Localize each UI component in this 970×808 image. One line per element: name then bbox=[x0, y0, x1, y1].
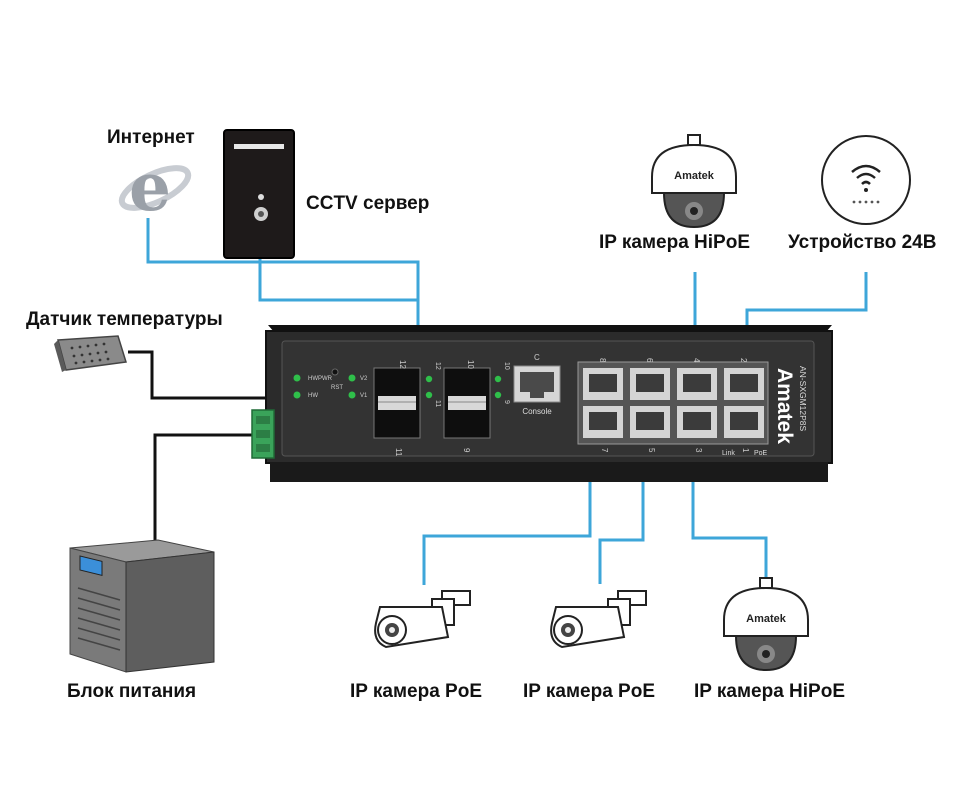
port-label-8: 8 bbox=[598, 358, 607, 363]
port-label-4: 4 bbox=[692, 358, 701, 363]
ups-icon bbox=[69, 539, 215, 673]
wifi-device-icon bbox=[821, 135, 911, 225]
sfp-led-label-9: 9 bbox=[503, 400, 510, 404]
network-switch: HW PWR HW RST V2 V1 12 11 10 9 bbox=[251, 325, 833, 482]
switch-model: AN-SXGM12P8S bbox=[798, 366, 808, 432]
camera-brand: Amatek bbox=[674, 170, 715, 182]
sfp-label-10: 10 bbox=[466, 360, 475, 369]
led-v2-label: V2 bbox=[360, 376, 368, 382]
port-label-5: 5 bbox=[647, 448, 656, 453]
poe-label: PoE bbox=[754, 450, 768, 457]
label-temp-sensor: Датчик температуры bbox=[26, 309, 223, 330]
label-internet: Интернет bbox=[107, 127, 195, 148]
internet-explorer-icon: e bbox=[118, 148, 192, 226]
led-hw-label: HW bbox=[308, 376, 318, 382]
cable-internet-server bbox=[146, 218, 420, 378]
sfp-label-11: 11 bbox=[394, 448, 403, 457]
sfp-led-label-12: 12 bbox=[434, 362, 441, 370]
sfp-label-12: 12 bbox=[398, 360, 407, 369]
label-cctv-server: CCTV сервер bbox=[306, 193, 430, 214]
label-ip-camera-poe-2: IP камера PoE bbox=[523, 681, 655, 702]
status-leds: HW PWR HW RST V2 V1 bbox=[293, 368, 368, 399]
cable-temp-sensor bbox=[128, 350, 282, 400]
port-label-2: 2 bbox=[739, 358, 748, 363]
led-rst-label: RST bbox=[331, 385, 343, 391]
port-label-1: 1 bbox=[741, 448, 750, 453]
dome-camera-icon-2: Amatek bbox=[723, 577, 809, 672]
led-v1-label: V1 bbox=[360, 393, 368, 399]
label-power-supply: Блок питания bbox=[67, 681, 197, 702]
label-ip-camera-hipoe-bottom: IP камера HiPoE bbox=[694, 681, 845, 702]
cables bbox=[128, 218, 868, 585]
led-hw-label-2: HW bbox=[308, 393, 318, 399]
console-port: C Console bbox=[513, 353, 561, 416]
led-pwr-label: PWR bbox=[318, 376, 333, 382]
port-label-6: 6 bbox=[645, 358, 654, 363]
cable-power bbox=[153, 433, 262, 540]
console-label: Console bbox=[522, 407, 552, 416]
terminal-block-icon bbox=[251, 409, 275, 459]
rj45-ports: 8 6 4 2 7 5 3 1 Link PoE bbox=[577, 358, 769, 457]
sfp-label-9: 9 bbox=[462, 448, 471, 453]
dome-camera-icon: Amatek bbox=[651, 134, 737, 229]
server-tower-icon bbox=[223, 129, 295, 259]
label-ip-camera-hipoe-top: IP камера HiPoE bbox=[599, 232, 750, 253]
switch-brand: Amatek bbox=[773, 368, 796, 444]
cable-poe-cam-1 bbox=[422, 478, 592, 585]
cable-hipoe-bottom bbox=[691, 478, 768, 578]
console-port-letter: C bbox=[534, 353, 540, 362]
link-label: Link bbox=[722, 450, 735, 457]
label-ip-camera-poe-1: IP камера PoE bbox=[350, 681, 482, 702]
port-label-7: 7 bbox=[600, 448, 609, 453]
sfp-led-label-11: 11 bbox=[434, 400, 441, 407]
cable-server-drop bbox=[258, 257, 418, 302]
label-device-24v: Устройство 24В bbox=[788, 232, 937, 253]
sfp-ports: 12 11 10 9 12 11 10 9 bbox=[373, 360, 510, 457]
svg-text:e: e bbox=[129, 148, 171, 226]
bullet-camera-icon-2 bbox=[550, 590, 647, 649]
temperature-sensor-icon bbox=[54, 335, 127, 372]
sfp-led-label-10: 10 bbox=[503, 362, 510, 370]
camera-brand-2: Amatek bbox=[746, 613, 787, 625]
port-label-3: 3 bbox=[694, 448, 703, 453]
cable-poe-cam-2 bbox=[598, 478, 645, 584]
bullet-camera-icon bbox=[374, 590, 471, 649]
